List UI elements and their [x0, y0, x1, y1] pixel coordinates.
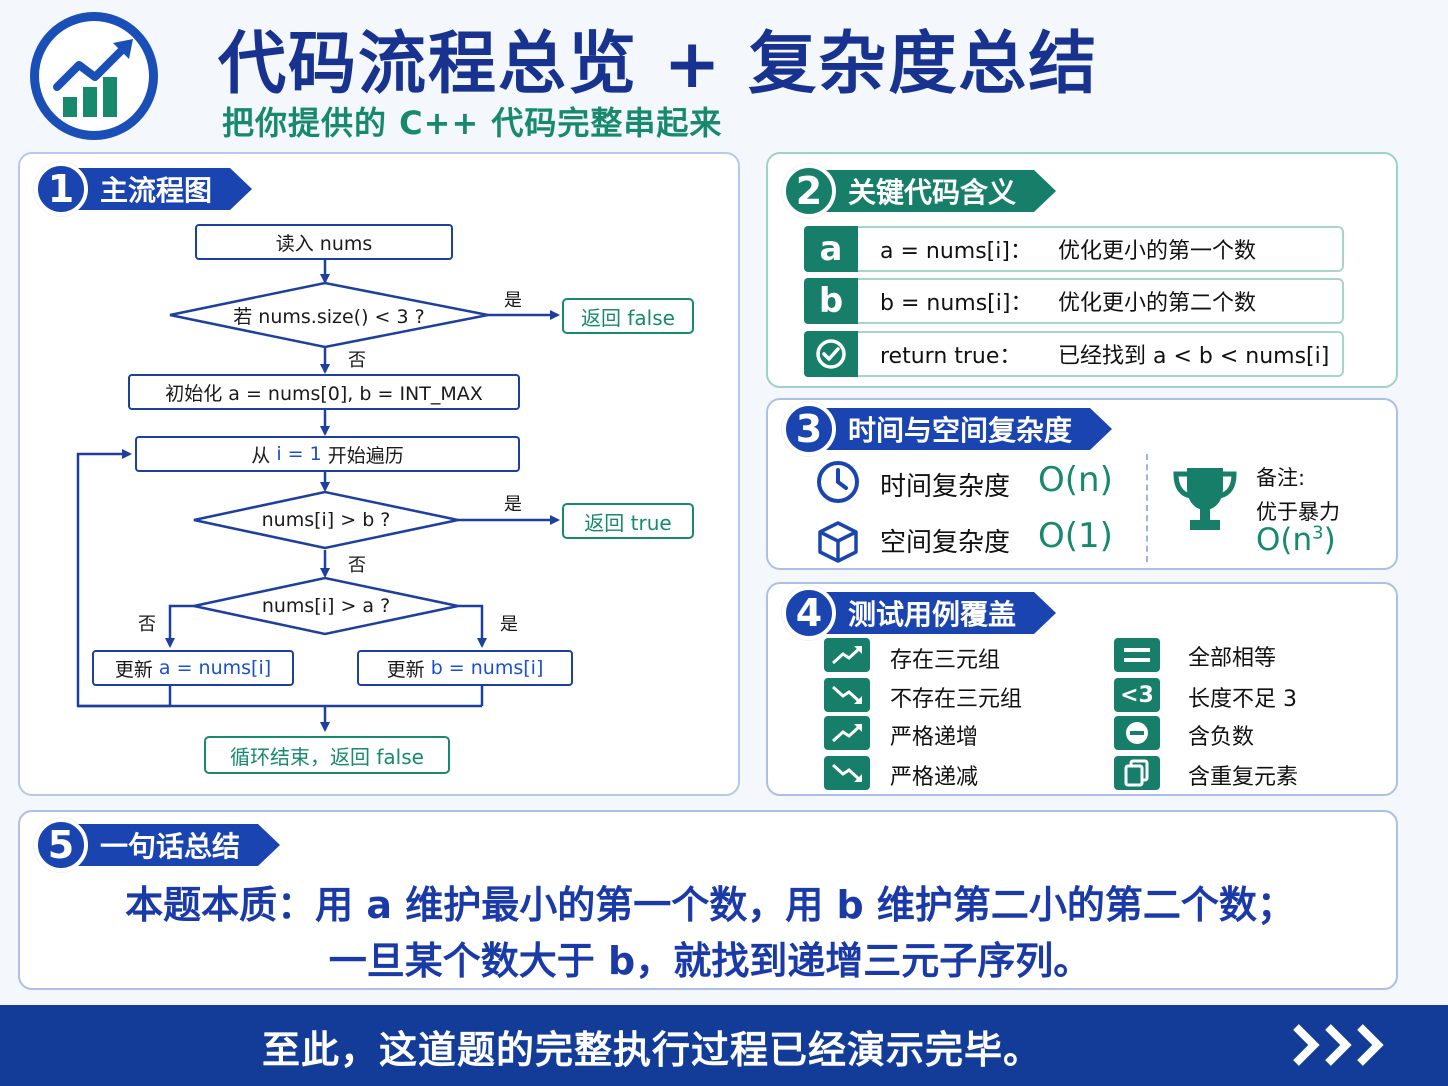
cond-gt-a-text: nums[i] > a ?: [261, 595, 391, 617]
label-yes-3: 是: [500, 614, 518, 635]
code-meaning: 已经找到 a < b < nums[i]: [1058, 344, 1330, 369]
test-label: 存在三元组: [890, 648, 1001, 673]
section-tag-flowchart: 1 主流程图: [34, 162, 252, 216]
minus-circle-icon: [1114, 716, 1160, 750]
section-title: 一句话总结: [66, 824, 280, 866]
summary-line-1: 本题本质：用 a 维护最小的第一个数，用 b 维护第二小的第二个数；: [125, 883, 1295, 927]
time-complexity-label: 时间复杂度: [880, 472, 1011, 502]
summary-line-2: 一旦某个数大于 b，就找到递增三元子序列。: [328, 939, 1092, 983]
section-tag-complexity: 3 时间与空间复杂度: [782, 402, 1112, 456]
note-label: 备注:: [1256, 466, 1306, 490]
section-title: 关键代码含义: [814, 170, 1056, 212]
step-read-nums: 读入 nums: [195, 224, 453, 260]
chevrons-right-icon[interactable]: [1286, 1017, 1396, 1073]
trend-up-icon: [824, 716, 870, 750]
section-tag-summary: 5 一句话总结: [34, 818, 280, 872]
section-number: 5: [34, 818, 88, 872]
badge-b: b: [804, 278, 858, 324]
code-row-a: a a = nums[i]： 优化更小的第一个数: [804, 226, 1344, 272]
check-icon: [804, 331, 858, 377]
chart-logo-icon: [30, 12, 158, 140]
page-title: 代码流程总览 + 复杂度总结: [218, 25, 1099, 104]
divider: [1146, 454, 1148, 562]
label-yes-1: 是: [504, 290, 522, 311]
code-meaning: 优化更小的第二个数: [1058, 291, 1257, 316]
step-loop-start: 从 i = 1 开始遍历: [135, 436, 520, 472]
test-label: 含负数: [1188, 725, 1255, 750]
test-label: 严格递增: [890, 725, 979, 750]
step-update-b: 更新 b = nums[i]: [357, 650, 573, 686]
equals-icon: [1114, 638, 1160, 672]
code-row-return: return true： 已经找到 a < b < nums[i]: [804, 331, 1344, 377]
clock-icon: [817, 461, 859, 503]
trend-down-icon: [824, 678, 870, 712]
cond-gt-b-text: nums[i] > b ?: [261, 509, 391, 531]
label-no-2: 否: [348, 555, 366, 576]
flowchart-connectors: [76, 260, 560, 732]
decision-gt-b: [193, 490, 459, 550]
result-false-1: 返回 false: [562, 298, 694, 334]
test-label: 不存在三元组: [890, 687, 1023, 712]
complexity-panel: 3 时间与空间复杂度 时间复杂度 O(n) 空间复杂度 O(1) 备注: 优于暴…: [766, 398, 1398, 570]
trophy-icon: [1173, 468, 1237, 530]
copy-icon: [1114, 756, 1160, 790]
section-title: 测试用例覆盖: [814, 592, 1056, 634]
key-code-panel: 2 关键代码含义 a a = nums[i]： 优化更小的第一个数 b b = …: [766, 152, 1398, 388]
label-no-3: 否: [138, 614, 156, 635]
badge-a: a: [804, 226, 858, 272]
tests-panel: 4 测试用例覆盖 存在三元组 不存在三元组 严格递增 严格递减 全部相等 <3 …: [766, 582, 1398, 796]
section-tag-tests: 4 测试用例覆盖: [782, 586, 1056, 640]
section-number: 3: [782, 402, 836, 456]
code-meaning: 优化更小的第一个数: [1058, 239, 1257, 264]
note-text: 优于暴力: [1256, 500, 1340, 524]
label-no-1: 否: [348, 350, 366, 371]
section-number: 2: [782, 164, 836, 218]
space-complexity-value: O(1): [1038, 516, 1113, 556]
label-yes-2: 是: [504, 494, 522, 515]
section-tag-key-code: 2 关键代码含义: [782, 164, 1056, 218]
space-complexity-label: 空间复杂度: [880, 528, 1011, 558]
section-title: 时间与空间复杂度: [814, 408, 1112, 450]
trend-down-icon: [824, 756, 870, 790]
result-loop-end: 循环结束，返回 false: [204, 736, 450, 774]
test-label: 长度不足 3: [1188, 687, 1297, 712]
test-label: 全部相等: [1188, 646, 1277, 671]
code-text: return true：: [880, 344, 1022, 369]
test-label: 含重复元素: [1188, 765, 1299, 790]
decision-size: [169, 281, 489, 349]
code-text: a = nums[i]：: [880, 239, 1032, 264]
footer-bar: 至此，这道题的完整执行过程已经演示完毕。: [0, 1005, 1448, 1086]
trend-up-icon: [824, 638, 870, 672]
brute-force-complexity: O(n3): [1256, 522, 1336, 558]
test-label: 严格递减: [890, 765, 979, 790]
time-complexity-value: O(n): [1038, 460, 1113, 500]
code-text: b = nums[i]：: [880, 291, 1033, 316]
page-subtitle: 把你提供的 C++ 代码完整串起来: [222, 104, 723, 142]
code-row-b: b b = nums[i]： 优化更小的第二个数: [804, 278, 1344, 324]
result-true: 返回 true: [562, 503, 694, 539]
cond-size-text: 若 nums.size() < 3 ?: [233, 305, 425, 328]
summary-panel: 5 一句话总结 本题本质：用 a 维护最小的第一个数，用 b 维护第二小的第二个…: [18, 810, 1398, 990]
decision-gt-a: [193, 576, 459, 636]
step-update-a: 更新 a = nums[i]: [92, 650, 294, 686]
step-init: 初始化 a = nums[0], b = INT_MAX: [128, 374, 520, 410]
less-than-3-icon: <3: [1114, 678, 1160, 712]
footer-text: 至此，这道题的完整执行过程已经演示完毕。: [262, 1028, 1043, 1072]
section-number: 1: [34, 162, 88, 216]
section-title: 主流程图: [66, 168, 252, 210]
section-number: 4: [782, 586, 836, 640]
cube-icon: [818, 521, 858, 563]
flowchart-panel: 1 主流程图 读入 nums 若 nums.siz: [18, 152, 740, 796]
